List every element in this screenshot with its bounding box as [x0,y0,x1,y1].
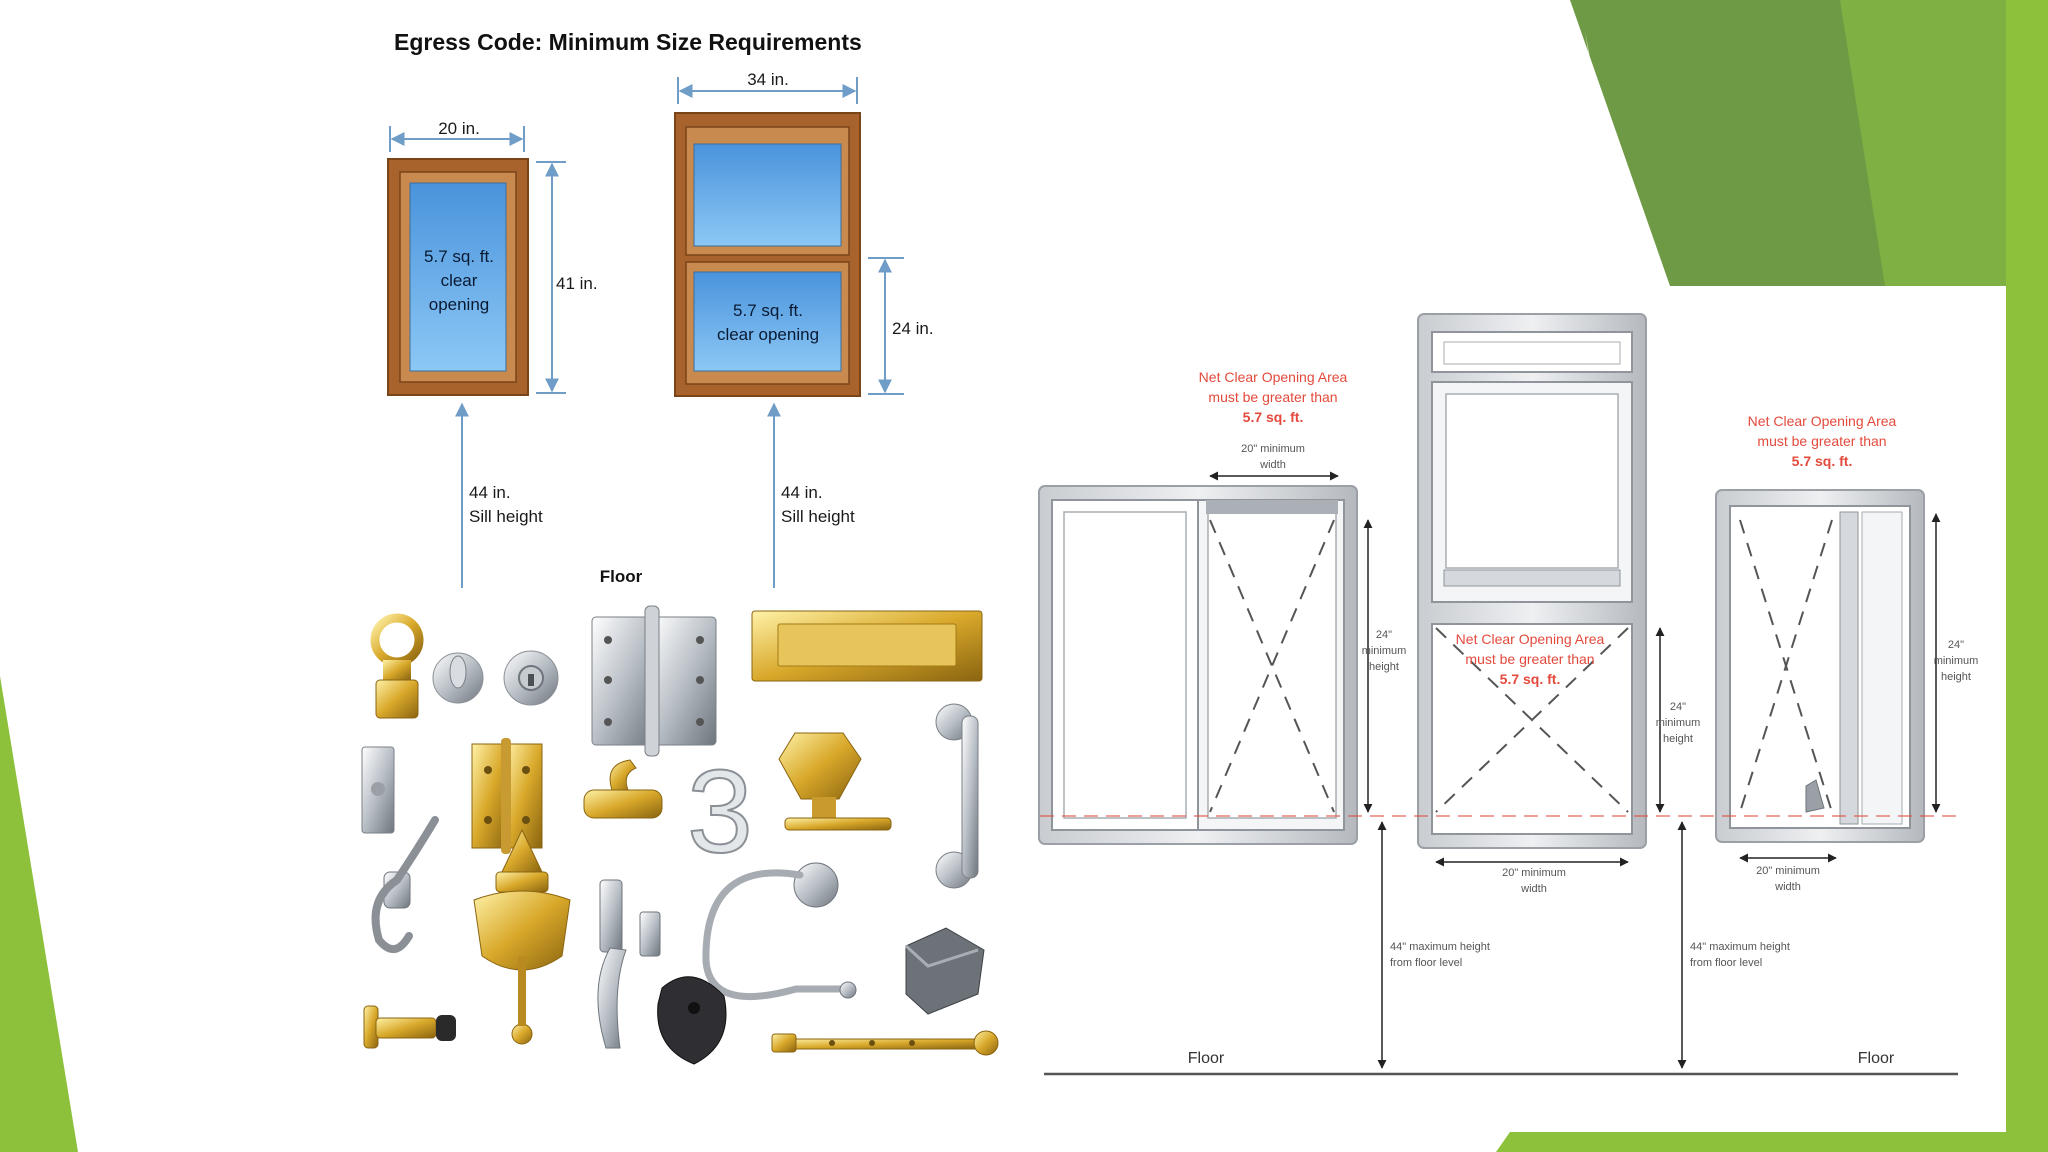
house-number-glyph: 3 [687,746,753,878]
mortice-knob-icon [778,732,892,831]
diagram-sliding-window [1038,485,1358,845]
dh-height-line-3: height [1663,733,1693,745]
keyhole-cover-icon [657,976,727,1065]
dh-width-line-1: 20" minimum [1502,867,1566,879]
eye-pull-icon [370,613,424,719]
egress-window-right: 5.7 sq. ft. clear opening [674,112,861,397]
sliding-width-line-1: 20" minimum [1241,443,1305,455]
area-line-1: 5.7 sq. ft. [424,247,494,266]
sliding-note-line-2: must be greater than [1208,389,1337,405]
dim-height-right: 24 in. [868,257,934,395]
coat-hook-icon [371,816,439,953]
sliding-width-line-2: width [1259,459,1286,471]
dim-height-left: 41 in. [536,161,598,394]
cas-note-line-2: must be greater than [1757,433,1886,449]
towel-ring-icon [702,862,857,1001]
hardware-collage: 3 [361,605,999,1065]
diagram-casement-window [1715,489,1925,843]
max-height-left-line-1: 44" maximum height [1390,941,1490,953]
butt-hinge-icon [471,738,543,854]
diagram-reference-lines: 44" maximum height from floor level 44" … [1040,815,1960,1076]
dh-height-line-2: minimum [1656,717,1701,729]
height-label-left: 41 in. [556,274,598,293]
sill-left-line-1: 44 in. [469,483,511,502]
dim-width-right: 34 in. [677,70,858,104]
sill-left-line-2: Sill height [469,507,543,526]
cas-note-line-1: Net Clear Opening Area [1748,413,1897,429]
thumb-turn-icon [432,652,484,704]
height-label-right: 24 in. [892,319,934,338]
double-hung-annotations: Net Clear Opening Area must be greater t… [1435,627,1701,895]
sliding-height-line-2: minimum [1362,645,1407,657]
egress-floor-label: Floor [600,567,643,586]
floor-label-right: Floor [1858,1050,1895,1067]
sliding-note-line-1: Net Clear Opening Area [1199,369,1348,385]
area-line-3: opening [429,295,490,314]
parliament-hinge-icon [591,605,717,757]
cas-width-line-2: width [1774,881,1801,893]
sash-fastener-icon [583,759,663,819]
area-line-2: clear [441,271,478,290]
house-number-icon: 3 [686,745,754,879]
sill-left: 44 in. Sill height [455,402,543,588]
letter-plate-icon [751,610,983,682]
casement-stay-icon [771,1030,999,1056]
door-knocker-icon [473,828,571,1045]
diagram-double-hung-window [1417,313,1647,849]
pull-handle-icon [935,703,979,889]
width-label-right: 34 in. [747,70,789,89]
sliding-height-line-1: 24" [1376,629,1392,641]
egress-title: Egress Code: Minimum Size Requirements [394,29,862,55]
dh-height-line-1: 24" [1670,701,1686,713]
flush-bolt-icon [361,746,395,834]
cas-height-line-1: 24" [1948,639,1964,651]
egress-window-left: 5.7 sq. ft. clear opening [387,158,529,396]
sill-right: 44 in. Sill height [767,402,855,588]
dh-note-line-2: must be greater than [1465,651,1594,667]
max-height-left-line-2: from floor level [1390,957,1462,969]
floor-label-left: Floor [1188,1050,1225,1067]
window-handle-icon [597,879,661,1049]
max-height-right-line-2: from floor level [1690,957,1762,969]
area-line-2: clear opening [717,325,819,344]
dim-width-left: 20 in. [389,119,525,152]
dh-note-line-3: 5.7 sq. ft. [1500,671,1561,687]
door-stop-icon [363,1005,456,1049]
robe-hook-icon [904,927,985,1015]
cas-note-line-3: 5.7 sq. ft. [1792,453,1853,469]
area-line-1: 5.7 sq. ft. [733,301,803,320]
cas-height-line-3: height [1941,671,1971,683]
width-label-left: 20 in. [438,119,480,138]
casement-annotations: Net Clear Opening Area must be greater t… [1739,413,1979,893]
sill-right-line-2: Sill height [781,507,855,526]
dh-note-line-1: Net Clear Opening Area [1456,631,1605,647]
cas-width-line-1: 20" minimum [1756,865,1820,877]
escutcheon-icon [503,650,559,706]
max-height-right-line-1: 44" maximum height [1690,941,1790,953]
dh-width-line-2: width [1520,883,1547,895]
cas-height-line-2: minimum [1934,655,1979,667]
sliding-annotations: Net Clear Opening Area must be greater t… [1199,369,1407,813]
sliding-height-line-3: height [1369,661,1399,673]
sliding-note-line-3: 5.7 sq. ft. [1243,409,1304,425]
sill-right-line-1: 44 in. [781,483,823,502]
